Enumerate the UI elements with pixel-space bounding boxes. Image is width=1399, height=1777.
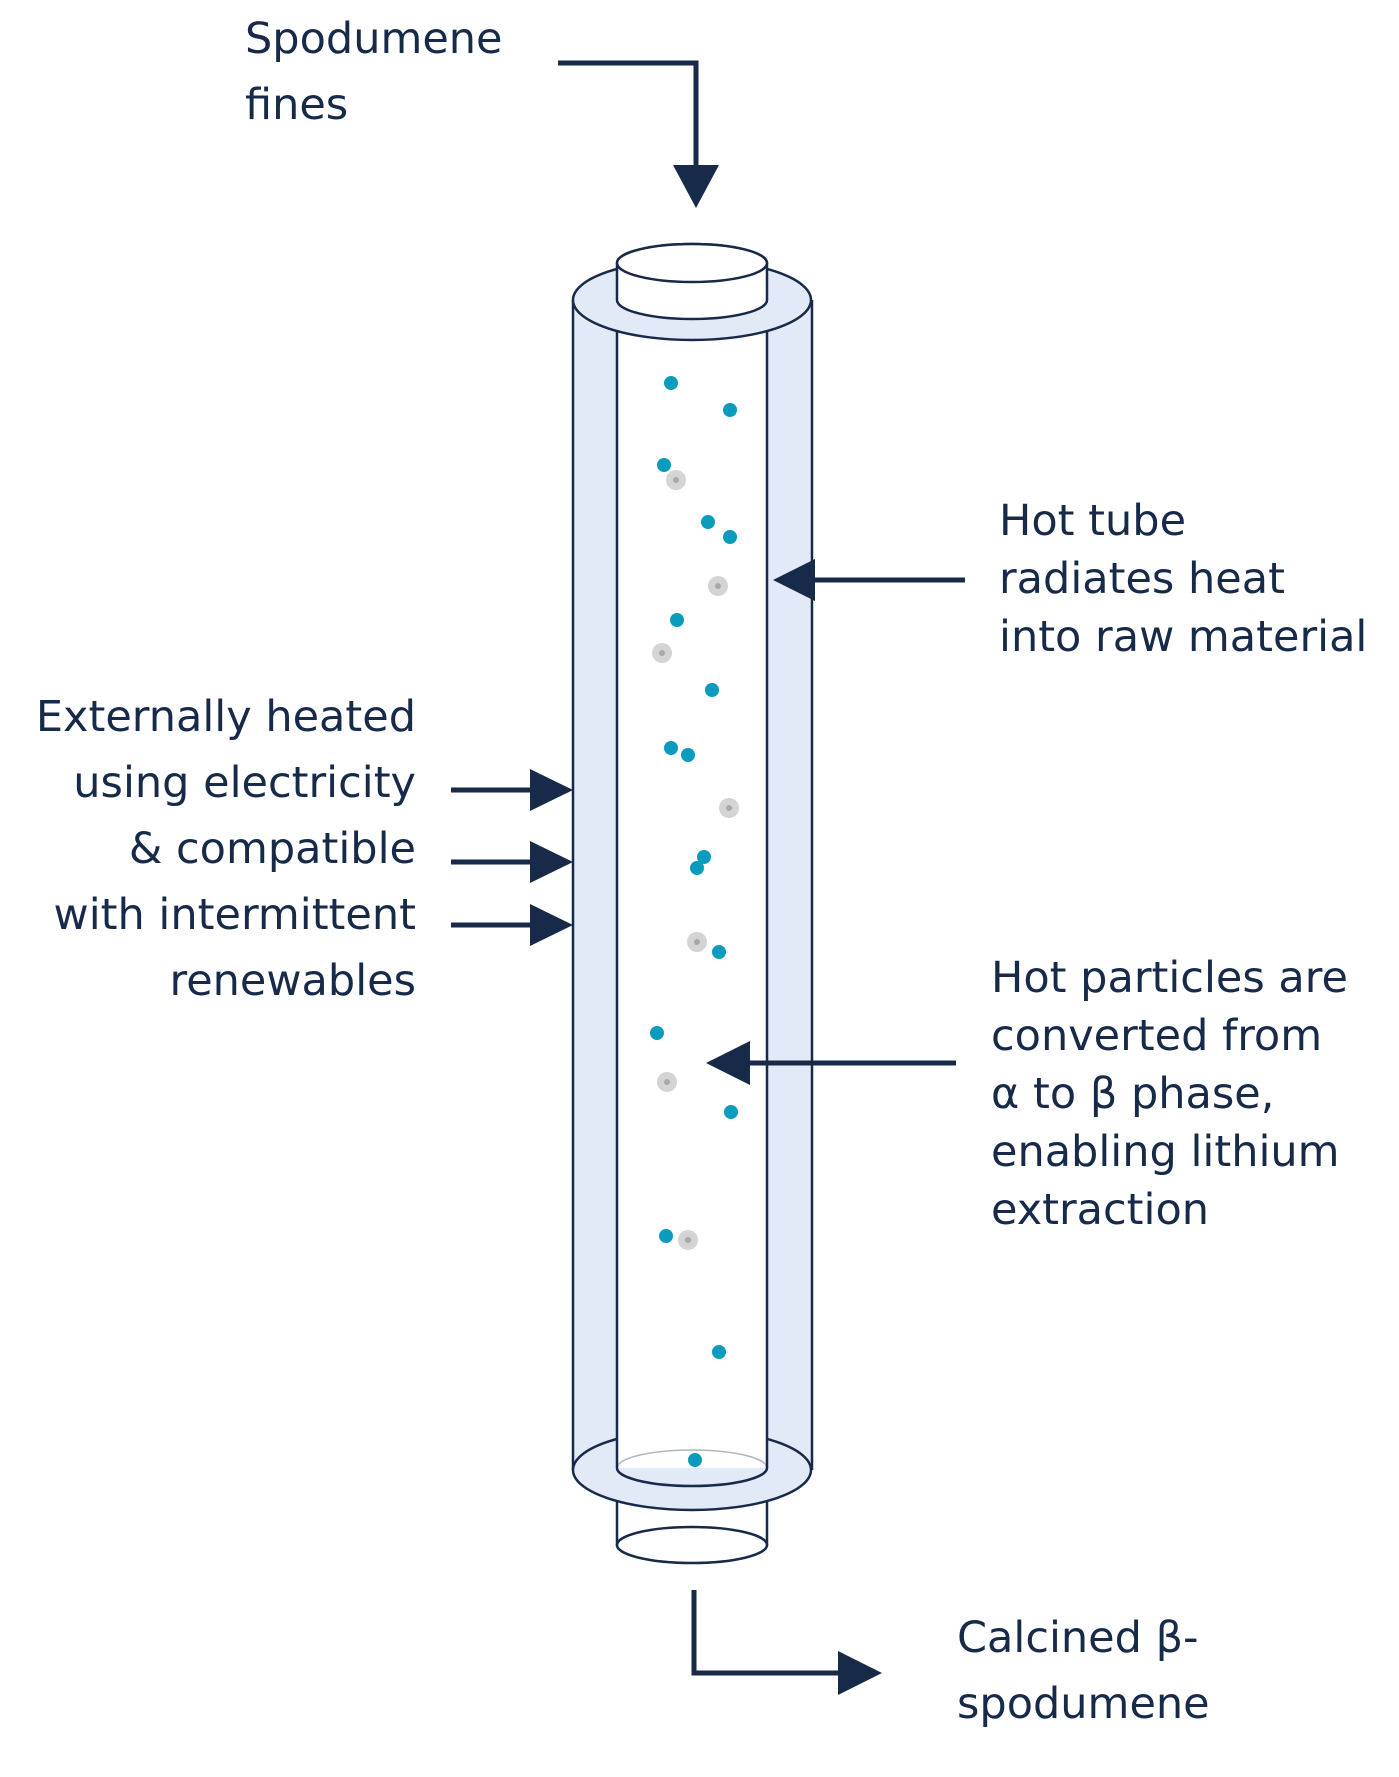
heating-label-line: & compatible: [128, 824, 416, 874]
alpha-particle: [701, 515, 715, 529]
alpha-particle: [712, 945, 726, 959]
heating-label-line: renewables: [169, 956, 416, 1006]
conversion-label: Hot particles are converted from α to β …: [991, 949, 1348, 1239]
conversion-label-line: α to β phase,: [991, 1069, 1275, 1119]
alpha-particle: [657, 458, 671, 472]
inner-tube: [615, 300, 769, 1488]
alpha-particle: [659, 1229, 673, 1243]
discharge-arrow: [691, 1590, 882, 1695]
beta-particle: [652, 643, 672, 663]
heating-label-line: using electricity: [73, 758, 416, 808]
alpha-particle: [664, 376, 678, 390]
alpha-particle: [688, 1453, 702, 1467]
alpha-particle: [705, 683, 719, 697]
alpha-particle: [664, 741, 678, 755]
alpha-particle: [690, 861, 704, 875]
hot-tube-label-line: radiates heat: [999, 554, 1285, 604]
heating-label-line: with intermittent: [53, 890, 416, 940]
alpha-particle: [681, 748, 695, 762]
heating-label: Externally heated using electricity & co…: [36, 684, 416, 1014]
heating-arrows: [451, 769, 573, 946]
alpha-particle: [712, 1345, 726, 1359]
conversion-label-line: extraction: [991, 1185, 1210, 1235]
hot-tube-arrow: [773, 559, 965, 601]
alpha-particle: [723, 403, 737, 417]
particles: [650, 376, 739, 1467]
output-label-line: Calcined β-: [957, 1613, 1199, 1663]
conversion-label-line: Hot particles are: [991, 953, 1348, 1003]
conversion-arrow: [706, 1041, 956, 1085]
conversion-label-line: converted from: [991, 1011, 1323, 1061]
input-label-line: Spodumene: [245, 14, 503, 64]
beta-particle: [678, 1230, 698, 1250]
beta-particle: [708, 576, 728, 596]
hot-tube-label-line: Hot tube: [999, 496, 1187, 546]
alpha-particle: [670, 613, 684, 627]
alpha-particle: [697, 850, 711, 864]
input-label-line: fines: [245, 80, 349, 130]
beta-particle: [666, 470, 686, 490]
beta-particle: [657, 1072, 677, 1092]
input-label: Spodumene fines: [245, 6, 503, 138]
output-label: Calcined β- spodumene: [957, 1605, 1210, 1737]
alpha-particle: [723, 530, 737, 544]
beta-particle: [687, 932, 707, 952]
beta-particle: [719, 798, 739, 818]
alpha-particle: [724, 1105, 738, 1119]
conversion-label-line: enabling lithium: [991, 1127, 1340, 1177]
tube-top: [571, 242, 813, 342]
hot-tube-label: Hot tube radiates heat into raw material: [999, 492, 1367, 666]
hot-tube-label-line: into raw material: [999, 612, 1368, 662]
feed-arrow: [558, 60, 719, 208]
alpha-particle: [650, 1026, 664, 1040]
output-label-line: spodumene: [957, 1679, 1210, 1729]
heating-label-line: Externally heated: [35, 692, 416, 742]
